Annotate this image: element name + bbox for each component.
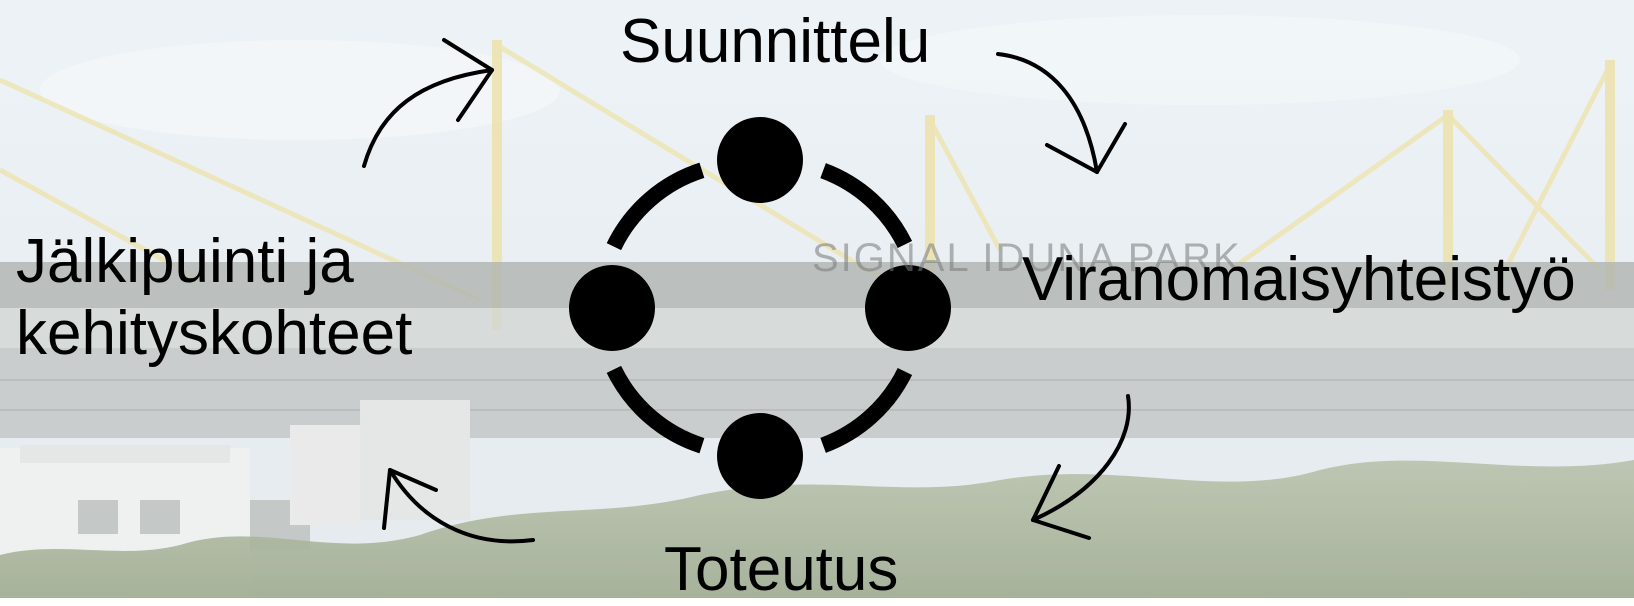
ring-arc-top-right [820, 163, 913, 249]
ring-arc-top-left [606, 162, 705, 251]
node-top [717, 117, 803, 203]
stadium-sign: SIGNAL IDUNA PARK [812, 236, 1242, 280]
arrow-top-right [996, 52, 1127, 174]
ring-arc-bottom-right [820, 367, 913, 453]
arrow-bottom-right [1031, 394, 1131, 540]
cycle-ring [606, 162, 913, 454]
stage-label-bottom: Toteutus [664, 535, 899, 604]
node-right [865, 265, 951, 351]
stage-label-top: Suunnittelu [620, 7, 931, 76]
node-bottom [717, 413, 803, 499]
stage-label-left-line2: kehityskohteet [16, 299, 413, 368]
stage-label-left-line1: Jälkipuinti ja [16, 227, 354, 296]
arrow-bottom-left [382, 468, 535, 544]
arrow-top-left [362, 38, 494, 168]
stage-label-right: Viranomaisyhteistyö [1022, 245, 1576, 314]
node-left [569, 265, 655, 351]
ring-arc-bottom-left [606, 365, 705, 454]
stage-label-left: Jälkipuinti ja kehityskohteet [16, 226, 412, 370]
